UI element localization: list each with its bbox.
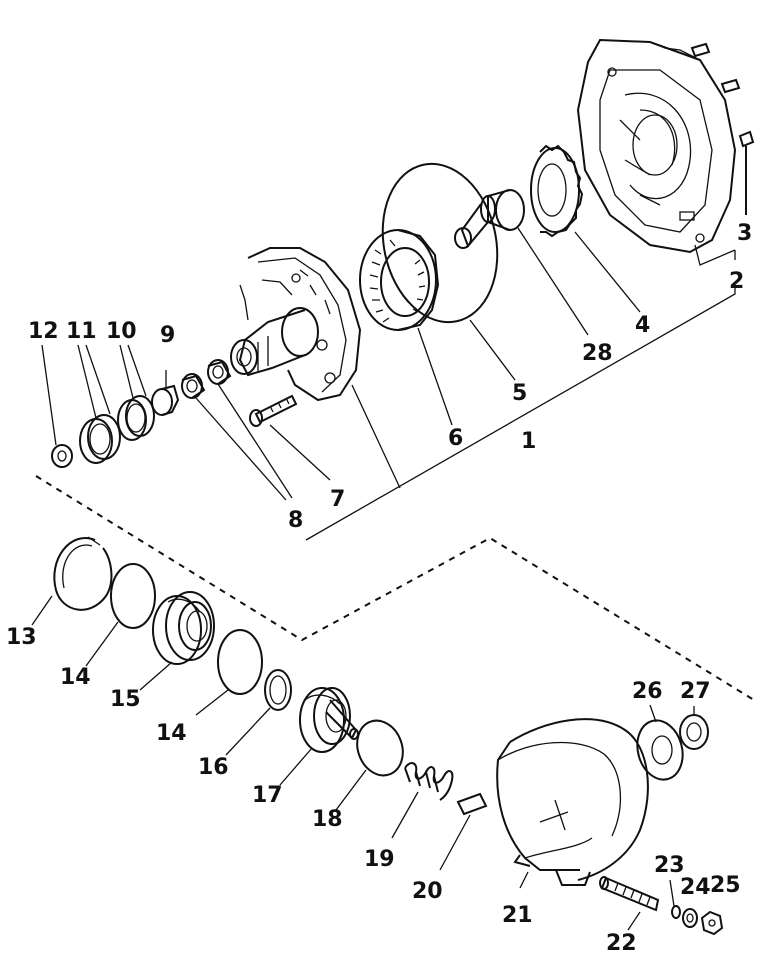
assembly-bracket-upper bbox=[305, 244, 736, 541]
label-18: 18 bbox=[312, 807, 343, 832]
label-14-lower: 14 bbox=[156, 721, 187, 746]
label-16: 16 bbox=[198, 755, 229, 780]
label-11: 11 bbox=[66, 319, 97, 344]
label-7: 7 bbox=[330, 487, 345, 512]
label-8: 8 bbox=[288, 508, 303, 533]
label-3: 3 bbox=[737, 221, 752, 246]
o-ring-14a bbox=[85, 563, 156, 667]
label-1: 1 bbox=[521, 429, 536, 454]
ring-16 bbox=[225, 669, 292, 756]
label-24: 24 bbox=[680, 875, 711, 900]
o-ring-14b bbox=[195, 629, 263, 716]
washer-24 bbox=[682, 908, 698, 928]
piston-with-rod bbox=[279, 687, 359, 786]
servo-piston bbox=[139, 591, 215, 691]
cover-bolt bbox=[249, 394, 331, 481]
gasket-27 bbox=[679, 706, 709, 750]
cover-plate bbox=[636, 704, 684, 781]
label-9: 9 bbox=[160, 323, 175, 348]
seal-ring-pair-10 bbox=[117, 344, 155, 441]
washer-12 bbox=[41, 344, 73, 468]
o-ring-18 bbox=[335, 719, 404, 811]
label-17: 17 bbox=[252, 783, 283, 808]
drive-gear bbox=[530, 144, 641, 313]
bushing bbox=[151, 370, 180, 416]
brake-band bbox=[496, 718, 649, 889]
adjusting-screw bbox=[599, 876, 660, 931]
label-27: 27 bbox=[680, 679, 711, 704]
section-divider bbox=[35, 475, 755, 701]
housing-screws bbox=[690, 42, 755, 215]
label-23: 23 bbox=[654, 853, 685, 878]
pump-rotor-ring bbox=[359, 229, 453, 426]
label-4: 4 bbox=[635, 313, 650, 338]
label-2: 2 bbox=[729, 269, 744, 294]
seal-ring-pair-11 bbox=[77, 344, 121, 464]
label-12: 12 bbox=[28, 319, 59, 344]
small-seal-rings bbox=[181, 359, 293, 501]
anchor-strut bbox=[439, 792, 488, 871]
label-14-upper: 14 bbox=[60, 665, 91, 690]
label-21: 21 bbox=[502, 903, 533, 928]
snap-ring-13 bbox=[31, 536, 113, 626]
pump-housing bbox=[576, 38, 737, 254]
label-25: 25 bbox=[710, 873, 741, 898]
part-labels: 1 2 3 4 5 6 7 8 9 10 11 12 13 14 15 14 1… bbox=[6, 221, 752, 956]
return-spring bbox=[391, 762, 454, 839]
lock-nut bbox=[700, 910, 724, 936]
label-19: 19 bbox=[364, 847, 395, 872]
label-22: 22 bbox=[606, 931, 637, 956]
label-6: 6 bbox=[448, 426, 463, 451]
label-28: 28 bbox=[582, 341, 613, 366]
pump-o-ring bbox=[381, 162, 516, 381]
label-13: 13 bbox=[6, 625, 37, 650]
label-5: 5 bbox=[512, 381, 527, 406]
label-20: 20 bbox=[412, 879, 443, 904]
washer-23 bbox=[669, 879, 681, 919]
label-10: 10 bbox=[106, 319, 137, 344]
label-15: 15 bbox=[110, 687, 141, 712]
label-26: 26 bbox=[632, 679, 663, 704]
pump-cover bbox=[230, 247, 401, 489]
